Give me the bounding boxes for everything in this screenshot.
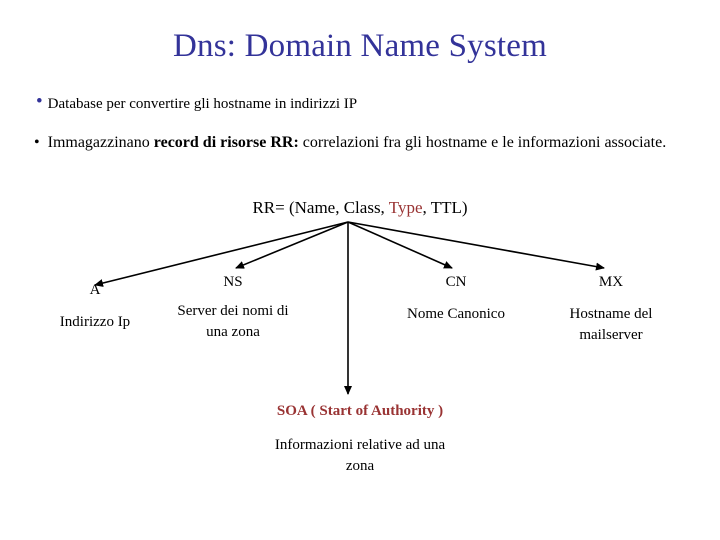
arrow-to-mx xyxy=(347,221,605,271)
node-soa-head-suffix: ) xyxy=(434,403,444,419)
page-title: Dns: Domain Name System xyxy=(173,28,547,64)
bullet-text-1: Database per convertire gli hostname in … xyxy=(47,96,358,112)
arrow-to-ns xyxy=(235,221,349,269)
node-soa-head-prefix: SOA ( xyxy=(276,403,320,419)
node-a-desc: Indirizzo Ip xyxy=(59,314,131,331)
node-soa-head-bold: Start of Authority xyxy=(319,403,435,419)
rr-definition-prefix: RR= (Name, Class, xyxy=(252,198,389,217)
node-ns: NS Server dei nomi di una zona xyxy=(172,272,294,342)
node-soa-head: SOA ( Start of Authority ) xyxy=(262,401,458,421)
node-mx-head: MX xyxy=(598,274,624,290)
rr-definition: RR= (Name, Class, Type, TTL) xyxy=(0,198,720,218)
rr-definition-highlight: Type xyxy=(388,198,423,217)
bullet-marker-icon-2: • xyxy=(34,134,40,151)
bullet-text-2-after: correlazioni fra gli hostname e le infor… xyxy=(298,134,667,151)
node-cn: CN Nome Canonico xyxy=(395,272,517,325)
bullet-marker-icon: • xyxy=(36,91,43,112)
node-mx: MX Hostname del mailserver xyxy=(540,272,682,345)
bullet-text-2-before: Immagazzinano xyxy=(43,134,154,151)
bullet-text-2-bold: record di risorse RR: xyxy=(153,134,299,151)
arrow-to-cn xyxy=(347,221,453,269)
node-ns-head: NS xyxy=(223,274,243,290)
node-mx-desc: Hostname del mailserver xyxy=(569,306,653,343)
node-a: A Indirizzo Ip xyxy=(40,280,150,333)
node-cn-head: CN xyxy=(445,274,467,290)
node-a-head: A xyxy=(89,282,101,298)
rr-definition-suffix: , TTL) xyxy=(422,198,468,217)
node-cn-desc: Nome Canonico xyxy=(407,306,505,323)
bullet-item-1: •Database per convertire gli hostname in… xyxy=(36,92,686,114)
node-soa: SOA ( Start of Authority ) Informazioni … xyxy=(262,401,458,476)
bullet-item-2: • Immagazzinano record di risorse RR: co… xyxy=(34,133,694,154)
node-soa-desc: Informazioni relative ad una zona xyxy=(274,437,446,474)
node-ns-desc: Server dei nomi di una zona xyxy=(177,303,289,340)
